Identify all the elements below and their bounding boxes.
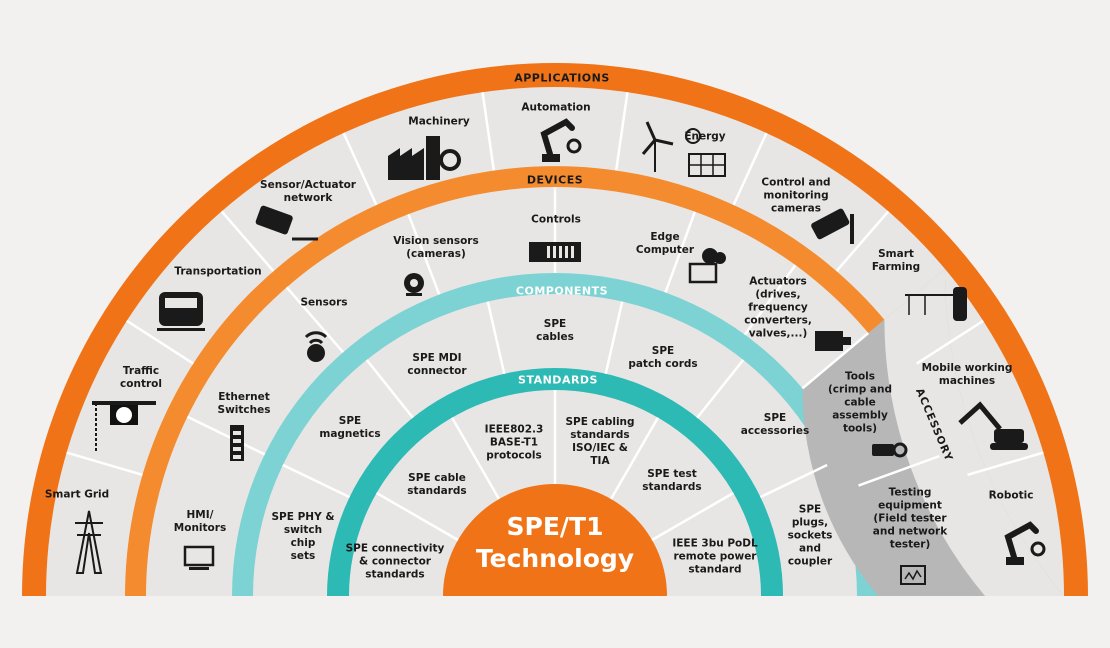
devices-band-label: DEVICES	[526, 173, 584, 187]
irrigation-icon	[905, 287, 967, 321]
application-label-5: Automation	[521, 101, 591, 114]
application-label-2: Transportation	[174, 265, 262, 278]
component-label-1: SPE magnetics	[319, 415, 381, 440]
device-label-0: HMI/ Monitors	[173, 509, 227, 534]
devices-divider	[801, 332, 870, 390]
sensor-icon	[304, 331, 328, 362]
standard-label-4: SPE test standards	[642, 468, 702, 493]
devices-divider	[664, 211, 697, 293]
components-divider	[365, 359, 414, 419]
application-label-4: Machinery	[408, 115, 470, 128]
applications-divider	[220, 210, 275, 272]
core-circle	[443, 484, 667, 596]
standard-label-1: SPE cable standards	[407, 472, 467, 497]
tester-icon	[900, 565, 926, 585]
robot-arm-icon	[1004, 521, 1046, 565]
applications-divider	[66, 451, 143, 477]
application-label-7: Control and monitoring cameras	[761, 176, 831, 215]
accessory-label-0: Tools (crimp and cable assembly tools)	[828, 370, 892, 435]
components-band-label: COMPONENTS	[515, 284, 609, 298]
devices-divider	[186, 415, 266, 456]
application-label-8: Smart Farming	[871, 248, 921, 273]
application-label-0: Smart Grid	[44, 488, 110, 501]
standard-label-2: IEEE802.3 BASE-T1 protocols	[484, 423, 544, 462]
core-title: SPE/T1 Technology	[475, 512, 635, 573]
accessory-band	[868, 319, 985, 596]
application-label-3: Sensor/Actuator network	[260, 179, 356, 204]
standard-label-3: SPE cabling standards ISO/IEC & TIA	[565, 416, 635, 467]
applications-divider	[614, 92, 629, 171]
controller-icon	[529, 242, 581, 262]
components-divider	[696, 359, 745, 419]
security-camera-icon	[811, 208, 854, 244]
application-label-9: Mobile working machines	[921, 362, 1013, 387]
component-label-3: SPE cables	[536, 318, 574, 343]
standards-divider	[609, 416, 660, 500]
standards-divider	[450, 416, 501, 500]
device-label-2: Sensors	[300, 296, 348, 309]
device-label-1: Ethernet Switches	[217, 391, 271, 416]
applications-divider	[835, 210, 890, 272]
train-icon	[157, 292, 205, 331]
applications-divider	[732, 132, 768, 206]
standards-divider	[375, 491, 459, 542]
accessory-label-1: Testing equipment (Field tester and netw…	[872, 486, 948, 551]
component-label-6: SPE plugs, sockets and coupler	[787, 503, 833, 568]
devices-divider	[407, 213, 441, 295]
factory-icon	[388, 136, 461, 180]
components-divider	[604, 301, 624, 374]
wind-solar-icon	[641, 121, 726, 177]
applications-divider	[967, 451, 1044, 477]
sensor-module-icon	[255, 205, 318, 241]
application-label-10: Robotic	[988, 489, 1034, 502]
crimp-tool-icon	[872, 442, 908, 458]
component-label-0: SPE PHY & switch chip sets	[271, 511, 335, 562]
devices-divider	[743, 264, 797, 336]
devices-divider	[285, 286, 345, 354]
device-label-5: Edge Computer	[635, 231, 695, 256]
components-divider	[486, 301, 506, 374]
standard-label-5: IEEE 3bu PoDL remote power standard	[672, 537, 758, 576]
applications-divider	[481, 92, 496, 171]
robot-arm-icon	[540, 118, 582, 162]
webcam-icon	[404, 273, 424, 296]
devices-divider	[858, 454, 940, 487]
components-divider	[282, 463, 351, 499]
device-label-3: Vision sensors (cameras)	[393, 235, 479, 260]
monitor-icon	[183, 545, 215, 570]
components-divider	[759, 463, 828, 499]
device-label-6: Actuators (drives, frequency converters,…	[744, 275, 812, 340]
component-label-4: SPE patch cords	[628, 345, 698, 370]
application-label-6: Energy	[684, 130, 726, 143]
device-label-4: Controls	[531, 213, 581, 226]
switch-icon	[230, 425, 244, 461]
power-pylon-icon	[75, 510, 103, 574]
applications-divider	[342, 132, 378, 206]
excavator-icon	[958, 401, 1028, 450]
standards-divider	[651, 491, 735, 542]
component-label-2: SPE MDI connector	[407, 352, 467, 377]
standards-band-label: STANDARDS	[518, 373, 598, 387]
traffic-sign-icon	[92, 401, 156, 453]
accessory-outer-segment	[884, 268, 1064, 596]
applications-band-label: APPLICATIONS	[514, 71, 610, 85]
applications-divider	[916, 319, 984, 365]
standard-label-0: SPE connectivity & connector standards	[345, 542, 445, 581]
applications-divider	[126, 319, 194, 365]
cloud-computer-icon	[688, 248, 726, 284]
component-label-5: SPE accessories	[740, 412, 810, 437]
motor-icon	[815, 331, 851, 351]
application-label-1: Traffic control	[120, 365, 162, 390]
